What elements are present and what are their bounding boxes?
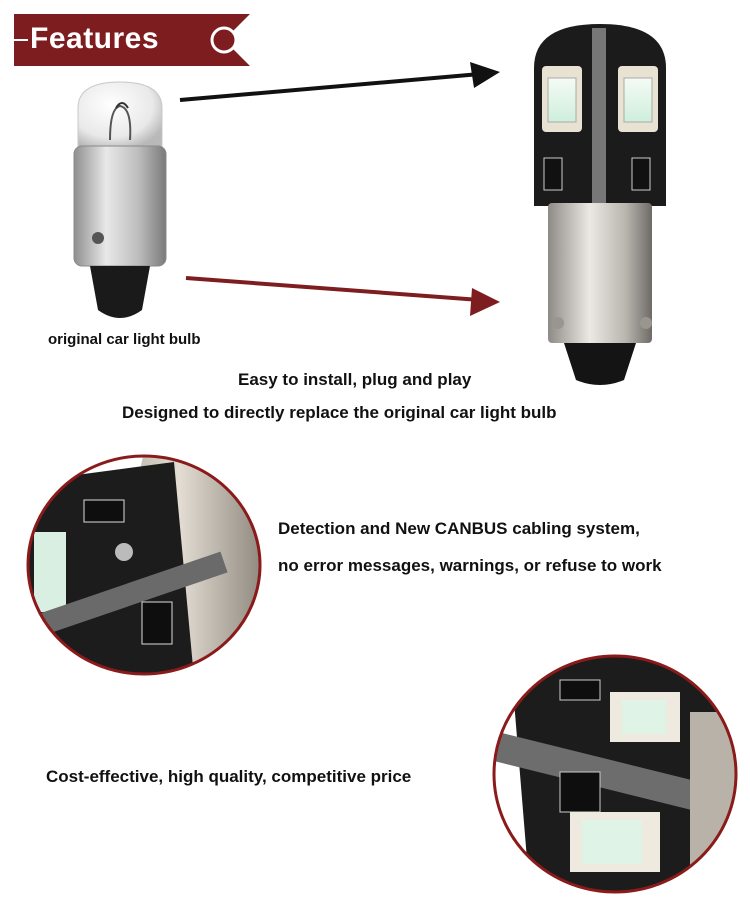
quality-closeup-image <box>492 654 738 894</box>
price-text: Cost-effective, high quality, competitiv… <box>46 767 412 786</box>
banner-title: Features <box>30 22 160 55</box>
features-banner <box>14 14 250 66</box>
install-text: Easy to install, plug and play <box>238 370 472 389</box>
no-error-text: no error messages, warnings, or refuse t… <box>278 556 662 575</box>
original-bulb-caption: original car light bulb <box>48 331 201 348</box>
replace-text: Designed to directly replace the origina… <box>122 403 557 422</box>
original-bulb-image <box>73 81 167 318</box>
canbus-closeup-image <box>26 454 262 676</box>
led-bulb-image <box>534 24 666 385</box>
canbus-text: Detection and New CANBUS cabling system, <box>278 519 640 538</box>
replacement-arrows <box>179 62 500 316</box>
